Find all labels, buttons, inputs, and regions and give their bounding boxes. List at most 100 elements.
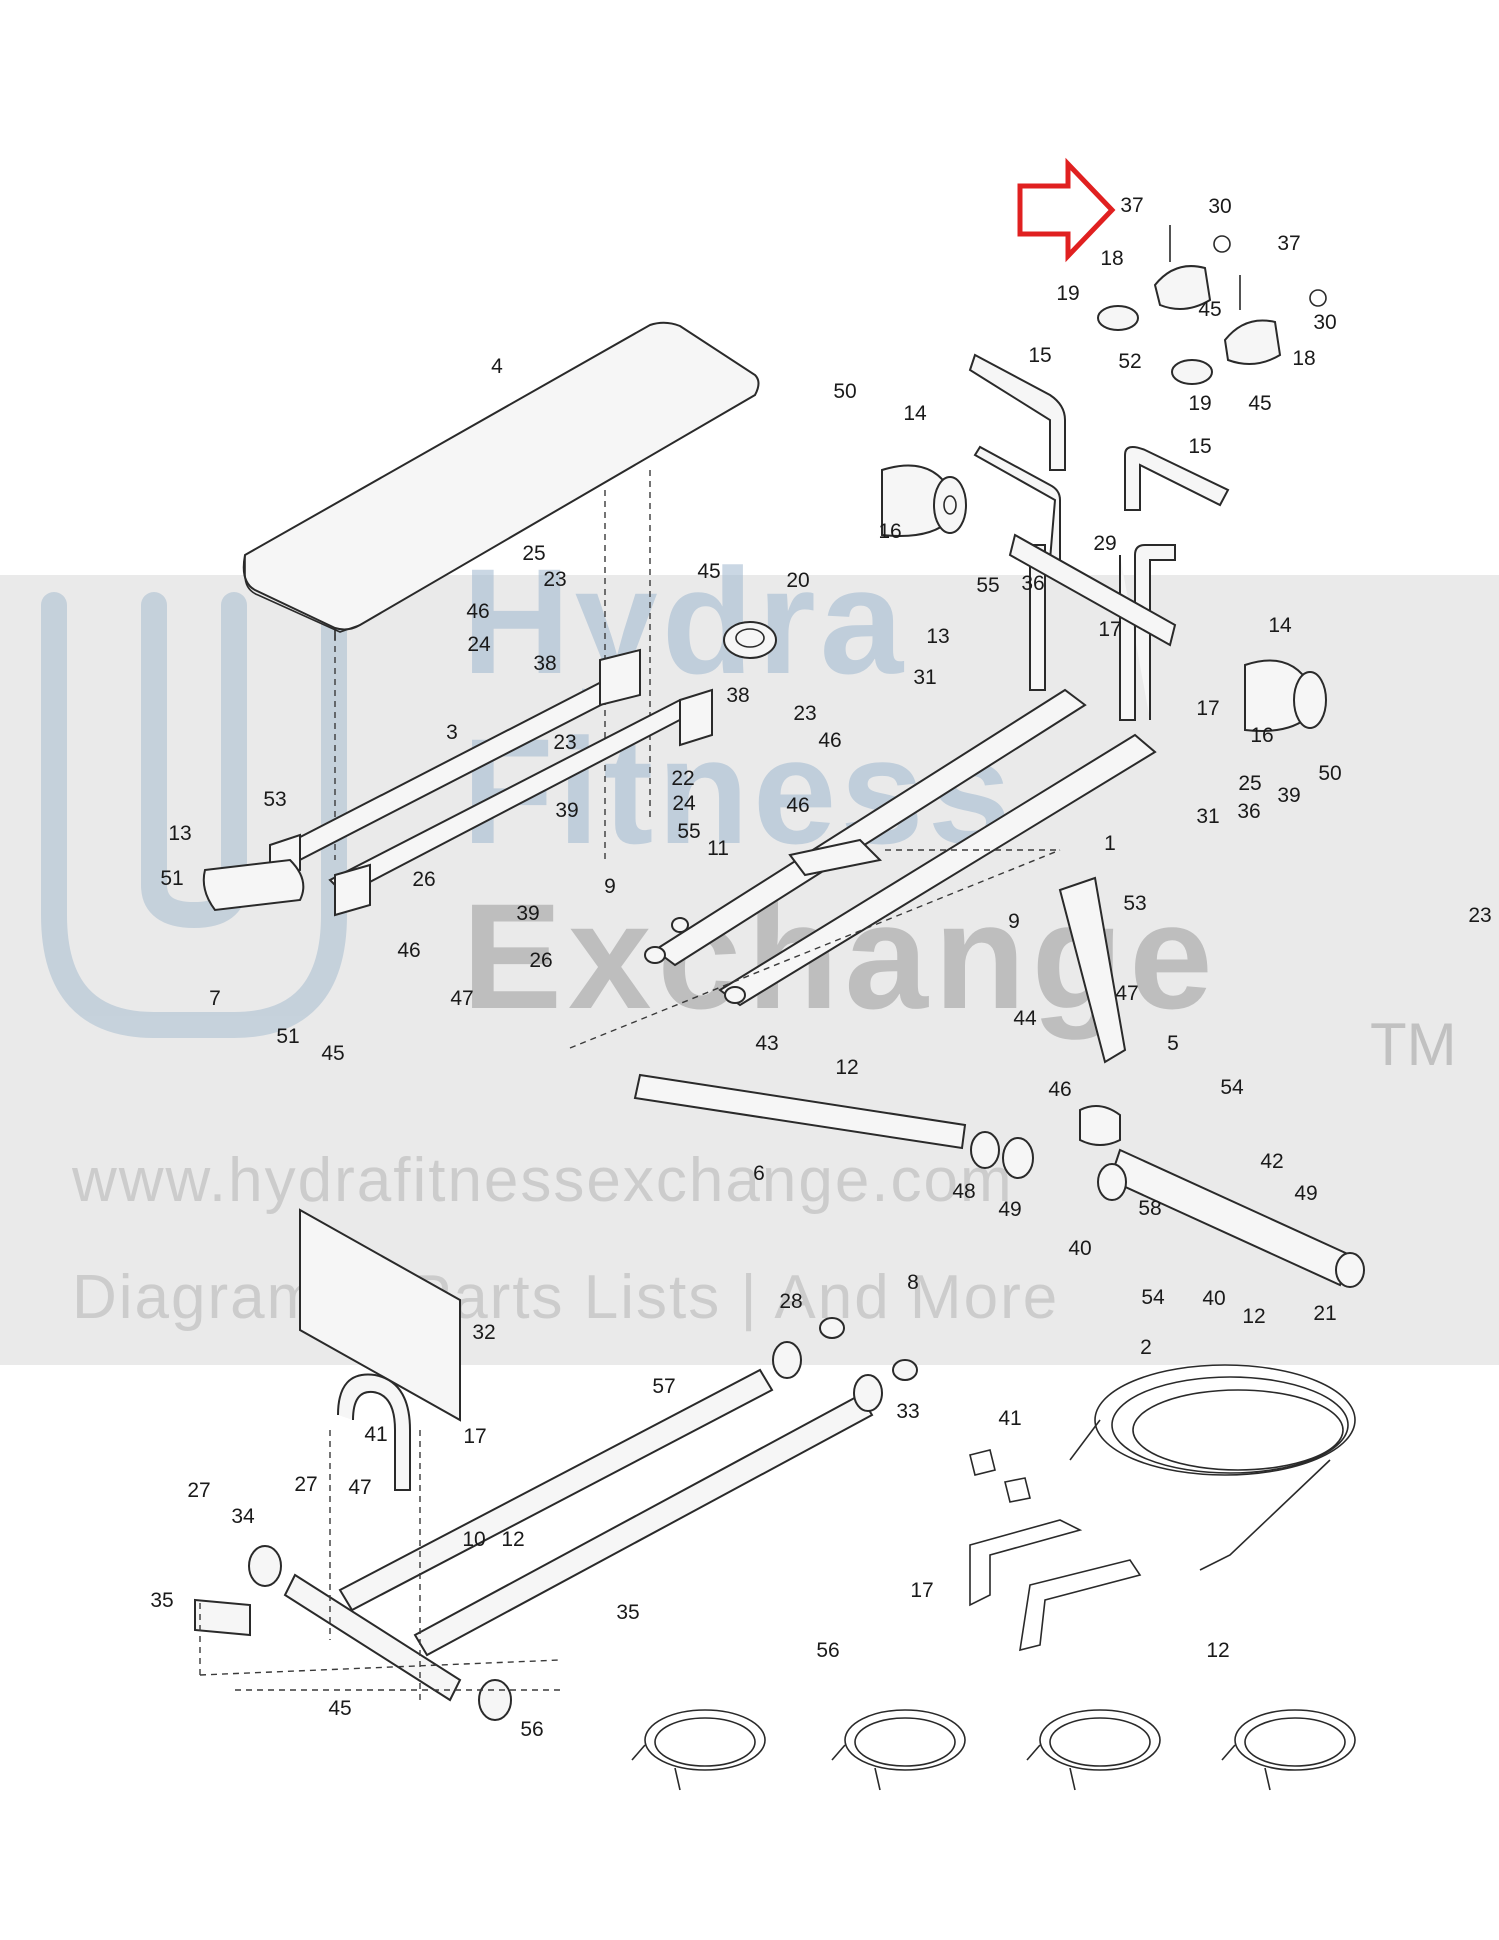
callout-label: 38 bbox=[726, 684, 749, 707]
foam-roller bbox=[881, 464, 967, 537]
callout-label: 57 bbox=[652, 1375, 675, 1398]
callout-label: 53 bbox=[1123, 892, 1146, 915]
callout-label: 17 bbox=[1098, 618, 1121, 641]
callout-label: 22 bbox=[671, 767, 694, 790]
resistance-cable bbox=[631, 1709, 766, 1791]
callout-label: 36 bbox=[1021, 572, 1044, 595]
callout-label: 4 bbox=[491, 355, 503, 378]
callout-label: 42 bbox=[1260, 1150, 1283, 1173]
callout-label: 20 bbox=[786, 569, 809, 592]
callout-label: 45 bbox=[1248, 392, 1271, 415]
callout-label: 46 bbox=[397, 939, 420, 962]
callout-label: 7 bbox=[209, 987, 221, 1010]
callout-label: 58 bbox=[1138, 1197, 1161, 1220]
callout-label: 23 bbox=[1468, 904, 1491, 927]
callout-label: 49 bbox=[1294, 1182, 1317, 1205]
callout-label: 41 bbox=[998, 1407, 1021, 1430]
bench-frame bbox=[269, 648, 713, 917]
callout-label: 12 bbox=[1206, 1639, 1229, 1662]
callout-label: 45 bbox=[328, 1697, 351, 1720]
strap-handles bbox=[969, 1519, 1142, 1652]
callout-label: 51 bbox=[160, 867, 183, 890]
callout-label: 32 bbox=[472, 1321, 495, 1344]
callout-label: 27 bbox=[187, 1479, 210, 1502]
callout-label: 52 bbox=[1118, 350, 1141, 373]
callout-label: 54 bbox=[1220, 1076, 1244, 1099]
callout-label: 49 bbox=[998, 1198, 1021, 1221]
callout-label: 28 bbox=[779, 1290, 802, 1313]
callout-label: 30 bbox=[1313, 311, 1336, 334]
callout-label: 55 bbox=[976, 574, 999, 597]
callout-label: 15 bbox=[1188, 435, 1211, 458]
callout-label: 54 bbox=[1141, 1286, 1165, 1309]
callout-label: 17 bbox=[463, 1425, 486, 1448]
resistance-cable bbox=[831, 1709, 966, 1791]
callout-label: 19 bbox=[1188, 392, 1211, 415]
callout-label: 46 bbox=[786, 794, 809, 817]
callout-label: 55 bbox=[677, 820, 700, 843]
callout-label: 26 bbox=[529, 949, 552, 972]
resistance-cable bbox=[1026, 1709, 1161, 1791]
foam-roller bbox=[1244, 659, 1327, 732]
callout-label: 12 bbox=[501, 1528, 524, 1551]
callout-label: 17 bbox=[1196, 697, 1219, 720]
callout-label: 17 bbox=[910, 1579, 933, 1602]
callout-label: 18 bbox=[1292, 347, 1315, 370]
callout-label: 6 bbox=[753, 1162, 765, 1185]
snap-hook bbox=[969, 1449, 996, 1476]
callout-label: 37 bbox=[1277, 232, 1300, 255]
callout-label: 36 bbox=[1237, 800, 1260, 823]
callout-label: 24 bbox=[467, 633, 491, 656]
callout-label: 45 bbox=[697, 560, 720, 583]
callout-label: 29 bbox=[1093, 532, 1116, 555]
watermark-trademark: TM bbox=[1370, 1011, 1457, 1078]
callout-label: 48 bbox=[952, 1180, 975, 1203]
callout-label: 38 bbox=[533, 652, 556, 675]
callout-label: 45 bbox=[1198, 298, 1221, 321]
callout-label: 46 bbox=[1048, 1078, 1071, 1101]
callout-label: 39 bbox=[555, 799, 578, 822]
callout-label: 23 bbox=[543, 568, 566, 591]
base-tube bbox=[338, 1368, 774, 1612]
callout-label: 47 bbox=[450, 987, 473, 1010]
callout-label: 39 bbox=[516, 902, 539, 925]
callout-label: 19 bbox=[1056, 282, 1079, 305]
watermark-tagline: Diagrams | Parts Lists | And More bbox=[72, 1263, 1060, 1332]
callout-label: 23 bbox=[793, 702, 816, 725]
callout-label: 31 bbox=[913, 666, 936, 689]
callout-label: 39 bbox=[1277, 784, 1300, 807]
main-frame bbox=[644, 688, 1157, 1007]
callout-label: 16 bbox=[1250, 724, 1273, 747]
callout-label: 8 bbox=[907, 1271, 919, 1294]
callout-label: 56 bbox=[520, 1718, 543, 1741]
handlebar bbox=[1124, 445, 1230, 511]
callout-label: 11 bbox=[707, 837, 729, 860]
callout-label: 51 bbox=[276, 1025, 299, 1048]
callout-label: 3 bbox=[446, 721, 458, 744]
callout-label: 14 bbox=[1268, 614, 1292, 637]
highlight-arrow bbox=[1017, 157, 1116, 263]
watermark-brand-line1: Hydra bbox=[462, 537, 908, 705]
back-plate bbox=[299, 1208, 461, 1491]
callout-label: 18 bbox=[1100, 247, 1123, 270]
callout-label: 33 bbox=[896, 1400, 919, 1423]
callout-label: 2 bbox=[1140, 1336, 1152, 1359]
callout-label: 45 bbox=[321, 1042, 344, 1065]
callout-label: 31 bbox=[1196, 805, 1219, 828]
callout-label: 46 bbox=[818, 729, 841, 752]
callout-label: 16 bbox=[878, 520, 901, 543]
callout-label: 9 bbox=[1008, 910, 1020, 933]
cable-coil bbox=[1069, 1364, 1356, 1571]
base-tube bbox=[413, 1393, 874, 1657]
callout-label: 9 bbox=[604, 875, 616, 898]
callout-label: 35 bbox=[616, 1601, 639, 1624]
handlebar bbox=[968, 353, 1066, 471]
callout-label: 56 bbox=[816, 1639, 839, 1662]
callout-label: 14 bbox=[903, 402, 927, 425]
seat-pad bbox=[242, 321, 760, 640]
callout-label: 13 bbox=[168, 822, 191, 845]
callout-label: 30 bbox=[1208, 195, 1231, 218]
callout-label: 1 bbox=[1104, 832, 1116, 855]
